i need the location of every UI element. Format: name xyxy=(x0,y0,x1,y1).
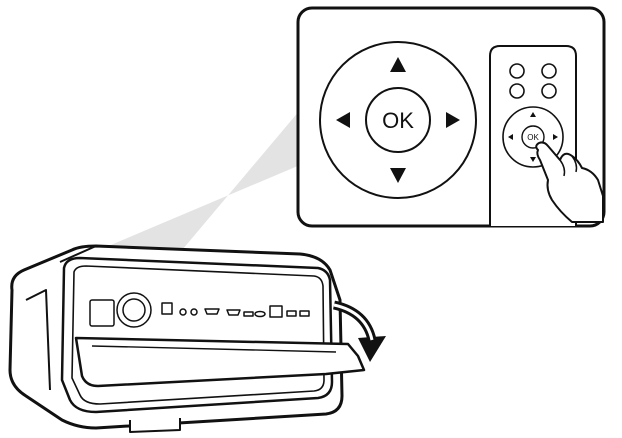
round-port xyxy=(190,308,198,316)
remote-button xyxy=(509,63,525,79)
port-cover-flap xyxy=(74,336,366,388)
remote-button xyxy=(541,63,557,79)
projector xyxy=(8,244,366,433)
arrow-down-icon xyxy=(390,168,406,183)
arrow-right-icon xyxy=(446,112,460,128)
remote-control: OK xyxy=(489,45,604,226)
remote-button xyxy=(509,83,525,99)
usb-port xyxy=(286,310,297,317)
curved-arrow-icon xyxy=(332,300,386,362)
remote-ok-label: OK xyxy=(527,133,539,142)
callout-box: OK OK xyxy=(296,6,606,228)
arrow-right-icon xyxy=(553,134,558,140)
round-port xyxy=(179,308,187,316)
arrow-up-icon xyxy=(390,57,406,72)
hdmi-port xyxy=(226,309,241,316)
remote-button xyxy=(541,83,557,99)
arrow-up-icon xyxy=(530,112,536,117)
dpad: OK xyxy=(319,41,477,199)
ethernet-port xyxy=(269,305,283,318)
usb-port xyxy=(299,310,310,317)
io-panel xyxy=(89,292,310,328)
projector-side-edge xyxy=(25,289,51,391)
audio-port xyxy=(254,310,266,318)
arrow-down-icon xyxy=(530,157,536,162)
pointing-hand-icon xyxy=(535,141,604,223)
arrow-left-icon xyxy=(336,112,350,128)
hand-finger-crease xyxy=(559,155,578,177)
dpad-ok-label: OK xyxy=(382,108,414,133)
usb-port xyxy=(243,311,254,317)
hdmi-port xyxy=(204,308,220,315)
projector-foot xyxy=(129,418,181,433)
arrow-left-icon xyxy=(508,134,513,140)
port-cover-inner xyxy=(91,345,337,353)
callout-beam xyxy=(80,110,300,262)
dpad-ok-button xyxy=(365,87,431,153)
lens xyxy=(122,298,146,322)
projector-top-edge xyxy=(59,245,97,263)
power-port xyxy=(89,299,115,327)
square-port xyxy=(161,302,173,315)
